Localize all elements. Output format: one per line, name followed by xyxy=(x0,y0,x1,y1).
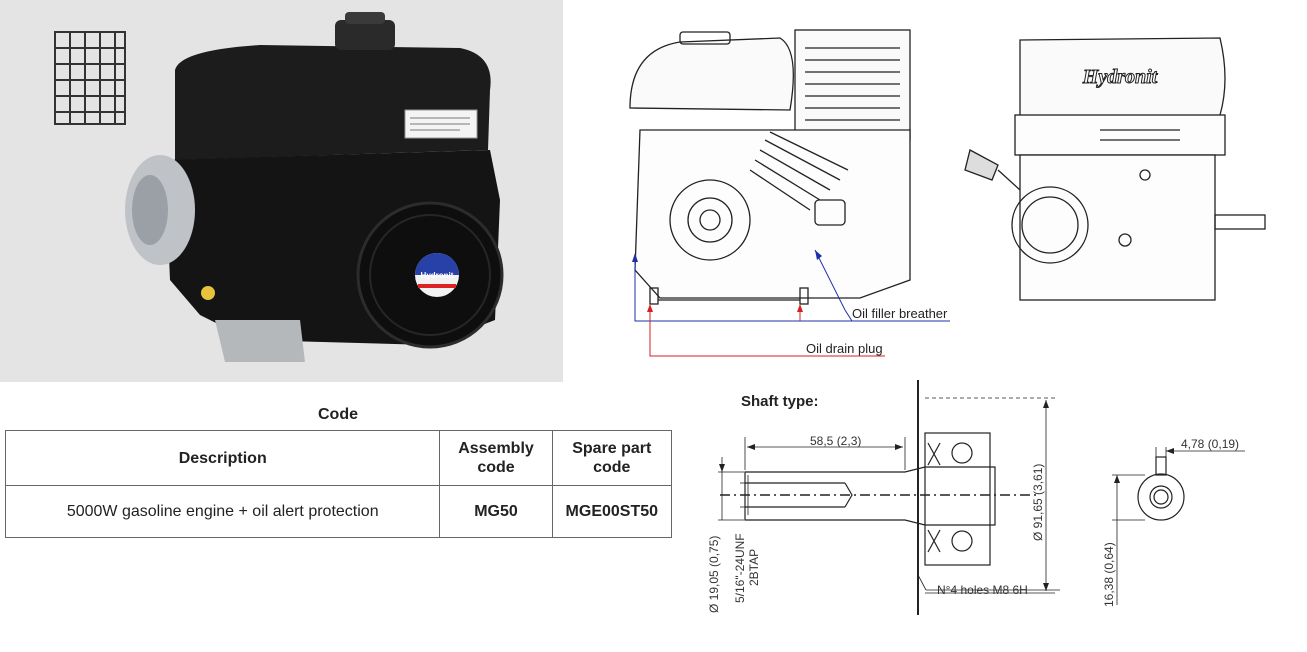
dim-thread-line1: 5/16"-24UNF xyxy=(733,533,747,603)
dim-key-width: 4,78 (0,19) xyxy=(1181,437,1239,451)
row-spare-code: MGE00ST50 xyxy=(551,485,673,538)
dim-holes: N°4 holes M8 6H xyxy=(937,583,1028,597)
bearing-top xyxy=(951,442,973,464)
fuel-cap xyxy=(335,20,395,50)
oil-drain-callout: Oil drain plug xyxy=(647,304,885,357)
drawing-brand-logo: Hydronit xyxy=(1082,66,1159,88)
header-spare-code: Spare part code xyxy=(551,430,673,486)
badge-text: Hydronit xyxy=(421,271,454,280)
oil-plug xyxy=(201,286,215,300)
oil-filler-label: Oil filler breather xyxy=(852,306,948,321)
oil-drain-label: Oil drain plug xyxy=(806,341,883,356)
output-shaft xyxy=(744,466,996,526)
header-assembly-code: Assembly code xyxy=(439,430,553,486)
bearing-bottom xyxy=(951,530,973,552)
engine-front-view xyxy=(629,29,911,305)
cylinder-fins xyxy=(749,131,849,211)
header-spare-line1: Spare part xyxy=(572,440,652,457)
engine-technical-drawing: Hydronit Oil filler breather Oil drain p… xyxy=(629,29,1266,357)
engine-side-view xyxy=(964,37,1266,301)
dim-thread-line2: 2BTAP xyxy=(747,549,761,586)
dim-flange-diameter: Ø 91,65 (3,61) xyxy=(1031,464,1045,541)
crank-cover xyxy=(669,179,751,261)
table-row: 5000W gasoline engine + oil alert protec… xyxy=(4,485,673,538)
table-header-row: Description Assembly code Spare part cod… xyxy=(4,430,673,486)
oil-filler-callout: Oil filler breather xyxy=(632,249,950,322)
header-description: Description xyxy=(4,430,441,486)
side-shaft xyxy=(1214,214,1266,230)
shaft-type-title: Shaft type: xyxy=(741,393,819,410)
shaft-drawing: 58,5 (2,3) Ø 19,05 (0,75) 5/16"-24UNF 2B… xyxy=(707,380,1245,615)
dim-key-height: 16,38 (0,64) xyxy=(1102,542,1116,607)
bearing-housing xyxy=(924,432,991,566)
air-filter-cage xyxy=(54,31,126,125)
header-assembly-line1: Assembly xyxy=(458,440,534,457)
engine-illustration: Hydronit xyxy=(54,12,504,362)
fuel-tank xyxy=(175,45,491,160)
header-spare-line2: code xyxy=(593,459,631,476)
row-assembly-code: MG50 xyxy=(439,485,553,538)
engine-base xyxy=(215,320,305,362)
code-table: Description Assembly code Spare part cod… xyxy=(4,430,673,538)
starter-handle xyxy=(964,149,999,181)
engine-photo: Hydronit xyxy=(0,0,563,382)
shaft-key-view xyxy=(1112,447,1245,605)
dim-shaft-diameter: Ø 19,05 (0,75) xyxy=(707,536,721,613)
dim-shaft-length: 58,5 (2,3) xyxy=(810,434,861,448)
side-recoil-starter xyxy=(1011,186,1089,264)
header-assembly-line2: code xyxy=(477,459,515,476)
code-table-title: Code xyxy=(318,406,358,423)
air-filter-grille xyxy=(805,47,900,121)
row-description: 5000W gasoline engine + oil alert protec… xyxy=(4,485,441,538)
